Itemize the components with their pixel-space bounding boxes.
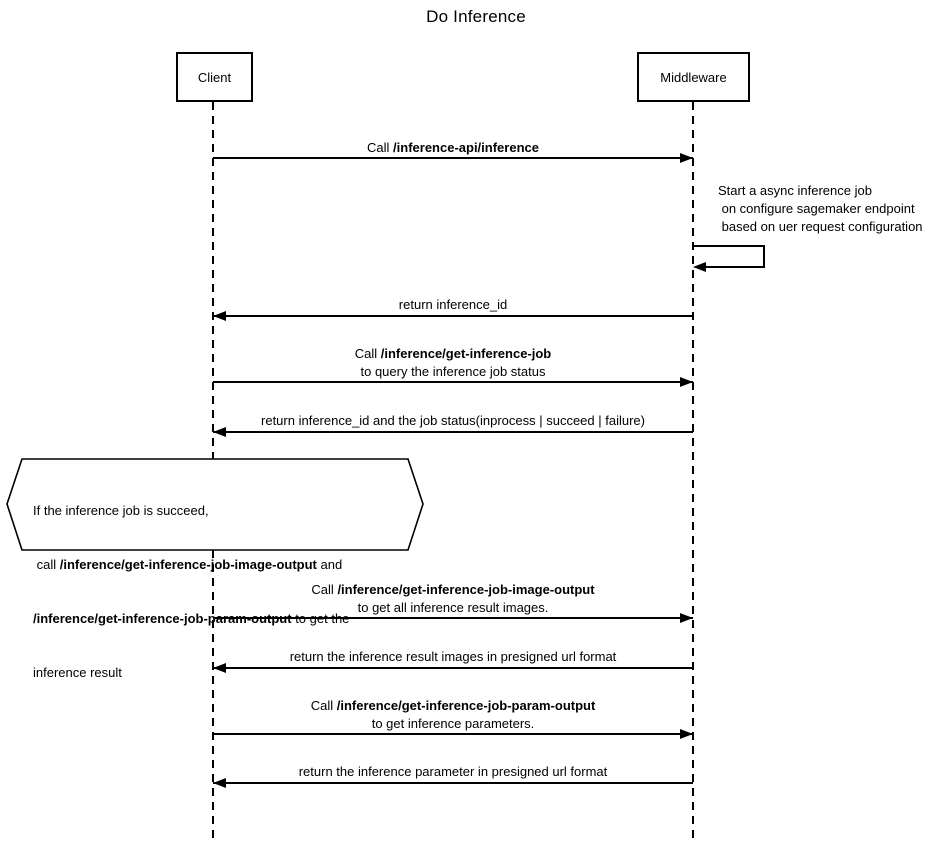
arrowhead-left-icon xyxy=(693,262,706,272)
arrowhead-left-icon xyxy=(213,311,226,321)
self-loop-bottom-line xyxy=(704,266,765,268)
message-return-id-label: return inference_id xyxy=(213,296,693,314)
note-line1: If the inference job is succeed, xyxy=(33,503,209,518)
note-text: and xyxy=(316,557,343,572)
message-call-param-output-label: Call /inference/get-inference-job-param-… xyxy=(213,697,693,733)
message-call-inference-label: Call /inference-api/inference xyxy=(213,139,693,157)
message-call-inference-line xyxy=(213,157,693,159)
message-return-images-label: return the inference result images in pr… xyxy=(213,648,693,666)
arrowhead-right-icon xyxy=(680,729,693,739)
self-note-line: on configure sagemaker endpoint xyxy=(718,201,915,216)
message-return-id-line xyxy=(213,315,693,317)
message-return-images-line xyxy=(213,667,693,669)
arrowhead-left-icon xyxy=(213,427,226,437)
message-call-get-job-line xyxy=(213,381,693,383)
note-line3: /inference/get-inference-job-param-outpu… xyxy=(33,610,349,628)
message-call-param-output-line xyxy=(213,733,693,735)
note-text: call xyxy=(33,557,60,572)
note-text: to get the xyxy=(291,611,350,626)
self-message-note: Start a async inference job on configure… xyxy=(718,182,923,236)
message-text: return the inference result images in pr… xyxy=(289,649,617,664)
message-text-bold: /inference-api/inference xyxy=(393,140,539,155)
message-text: return inference_id xyxy=(398,297,508,312)
arrowhead-left-icon xyxy=(213,778,226,788)
actor-client-label: Client xyxy=(197,69,232,85)
arrowhead-right-icon xyxy=(680,613,693,623)
message-text-line2: to get inference parameters. xyxy=(371,716,535,731)
arrowhead-right-icon xyxy=(680,377,693,387)
message-call-image-output-label: Call /inference/get-inference-job-image-… xyxy=(213,581,693,617)
message-text: return the inference parameter in presig… xyxy=(298,764,608,779)
message-text-bold: /inference/get-inference-job xyxy=(380,346,552,361)
actor-middleware: Middleware xyxy=(637,52,750,102)
message-text: Call xyxy=(311,582,338,597)
message-call-get-job-label: Call /inference/get-inference-job to que… xyxy=(213,345,693,381)
message-return-params-label: return the inference parameter in presig… xyxy=(213,763,693,781)
message-text-line1: Call /inference/get-inference-job xyxy=(213,345,693,363)
message-text: Call xyxy=(367,140,394,155)
message-text: return inference_id and the job status(i… xyxy=(261,413,645,428)
self-loop-top-line xyxy=(693,245,765,247)
note-line4: inference result xyxy=(33,665,122,680)
condition-note-hexagon xyxy=(6,458,424,551)
message-text-line2: to query the inference job status xyxy=(360,364,546,379)
message-text: Call xyxy=(310,698,337,713)
message-text-line1: Call /inference/get-inference-job-param-… xyxy=(213,697,693,715)
self-note-line: based on uer request configuration xyxy=(718,219,923,234)
arrowhead-left-icon xyxy=(213,663,226,673)
diagram-title: Do Inference xyxy=(426,7,526,26)
message-return-status-label: return inference_id and the job status(i… xyxy=(213,412,693,430)
message-return-status-line xyxy=(213,431,693,433)
note-line2: call /inference/get-inference-job-image-… xyxy=(33,556,349,574)
message-text-bold: /inference/get-inference-job-image-outpu… xyxy=(337,582,595,597)
message-text-line1: Call /inference/get-inference-job-image-… xyxy=(213,581,693,599)
message-text: Call xyxy=(354,346,381,361)
actor-middleware-label: Middleware xyxy=(660,69,727,85)
self-loop-right-line xyxy=(763,245,765,267)
note-text-bold: /inference/get-inference-job-image-outpu… xyxy=(59,557,317,572)
lifeline-middleware xyxy=(692,102,694,842)
message-text-bold: /inference/get-inference-job-param-outpu… xyxy=(336,698,596,713)
arrowhead-right-icon xyxy=(680,153,693,163)
actor-client: Client xyxy=(176,52,253,102)
message-call-image-output-line xyxy=(213,617,693,619)
message-text-line2: to get all inference result images. xyxy=(357,600,549,615)
condition-note-text: If the inference job is succeed, call /i… xyxy=(33,466,349,718)
message-return-params-line xyxy=(213,782,693,784)
note-text-bold: /inference/get-inference-job-param-outpu… xyxy=(33,611,292,626)
self-note-line: Start a async inference job xyxy=(718,183,872,198)
